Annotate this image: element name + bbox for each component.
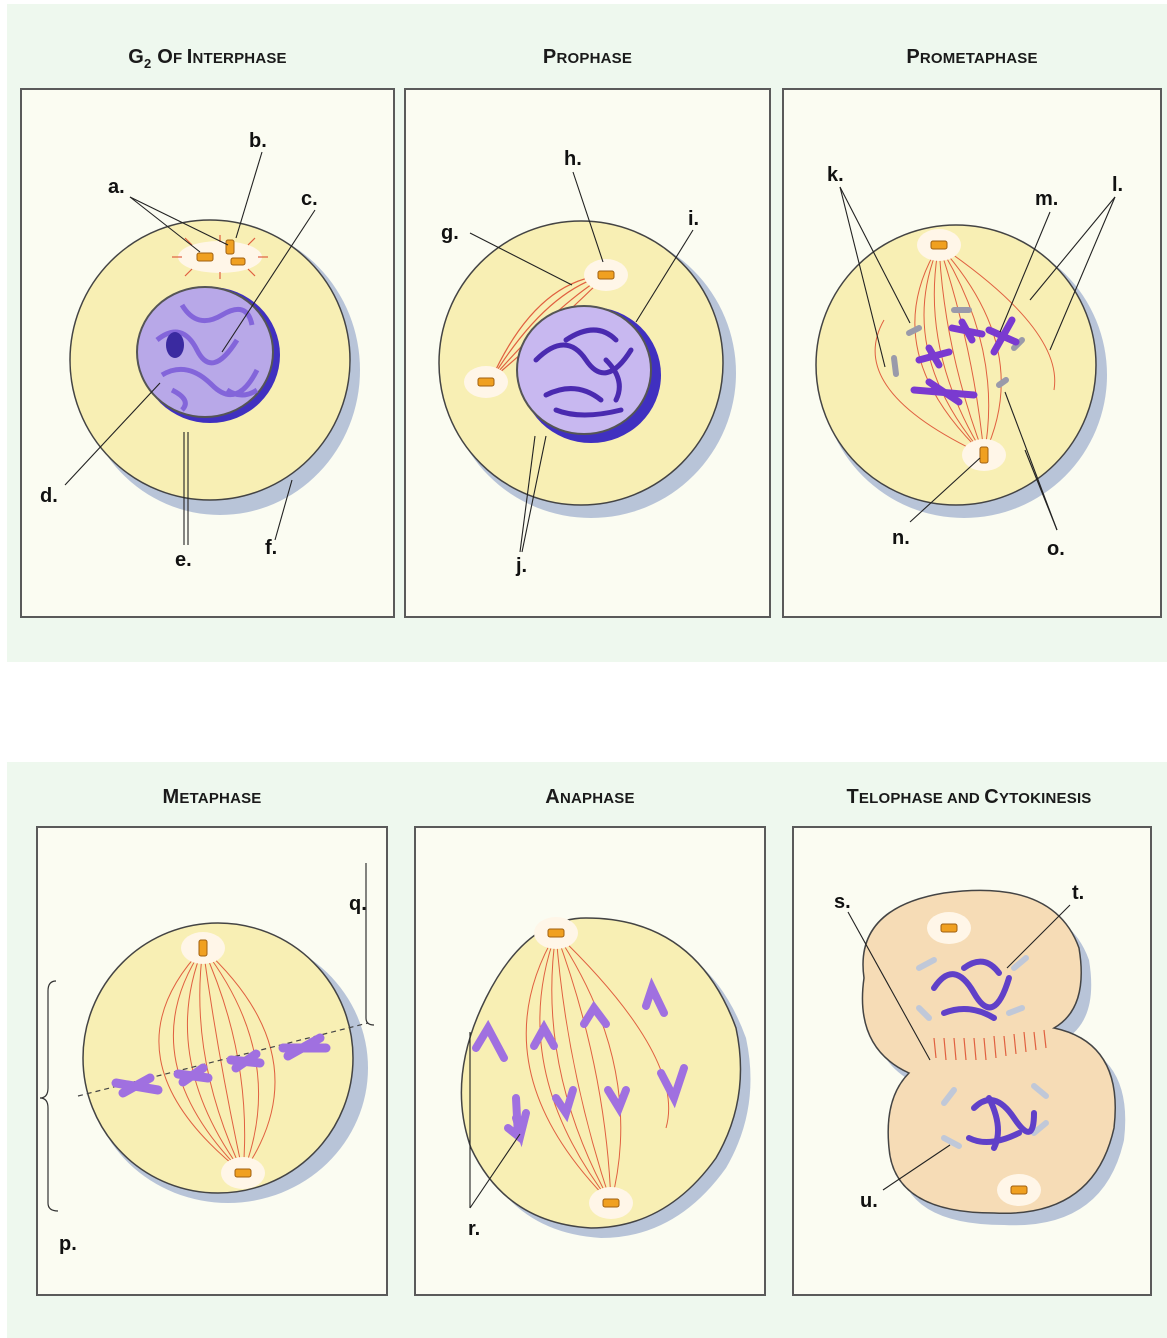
- title-prometaphase: PROMETAPHASE: [782, 46, 1162, 69]
- title-telophase-cytokinesis: TELOPHASE AND CYTOKINESIS: [776, 786, 1162, 809]
- label-b: b.: [249, 130, 267, 153]
- label-q: q.: [349, 893, 367, 916]
- centrosome-bottom: [589, 1187, 633, 1219]
- centrosome-top: [584, 259, 628, 291]
- bracket-p: [40, 981, 58, 1211]
- label-o: o.: [1047, 538, 1065, 561]
- centrosome-top: [917, 229, 961, 261]
- label-d: d.: [40, 485, 58, 508]
- prophase-cell-illustration: [406, 90, 771, 618]
- label-m: m.: [1035, 188, 1058, 211]
- panel-g2-interphase: [20, 88, 395, 618]
- centrosome-top: [534, 917, 578, 949]
- bracket-q: [366, 863, 374, 1025]
- panel-prophase: [404, 88, 771, 618]
- title-g2-interphase: G2 OF INTERPHASE: [20, 46, 395, 71]
- label-s: s.: [834, 891, 851, 914]
- label-g: g.: [441, 222, 459, 245]
- g2-interphase-cell-illustration: [22, 90, 395, 618]
- label-u: u.: [860, 1190, 878, 1213]
- centrosome-top: [181, 932, 225, 964]
- label-n: n.: [892, 527, 910, 550]
- label-p: p.: [59, 1233, 77, 1256]
- label-r: r.: [468, 1218, 480, 1241]
- panel-metaphase: [36, 826, 388, 1296]
- label-c: c.: [301, 188, 318, 211]
- cell-cytoplasm: [83, 923, 353, 1193]
- label-a: a.: [108, 176, 125, 199]
- label-f: f.: [265, 537, 277, 560]
- label-e: e.: [175, 549, 192, 572]
- label-h: h.: [564, 148, 582, 171]
- label-i: i.: [688, 208, 699, 231]
- centrosome-top: [927, 912, 971, 944]
- label-t: t.: [1072, 882, 1084, 905]
- title-metaphase: METAPHASE: [36, 786, 388, 809]
- label-j: j.: [516, 555, 527, 578]
- label-l: l.: [1112, 174, 1123, 197]
- centrosome-bottom: [962, 439, 1006, 471]
- label-k: k.: [827, 164, 844, 187]
- centrosome-left: [464, 366, 508, 398]
- centrosome-bottom: [997, 1174, 1041, 1206]
- centrosome-bottom: [221, 1157, 265, 1189]
- title-prophase: PROPHASE: [404, 46, 771, 69]
- metaphase-cell-illustration: [38, 828, 388, 1296]
- panel-anaphase: [414, 826, 766, 1296]
- title-anaphase: ANAPHASE: [414, 786, 766, 809]
